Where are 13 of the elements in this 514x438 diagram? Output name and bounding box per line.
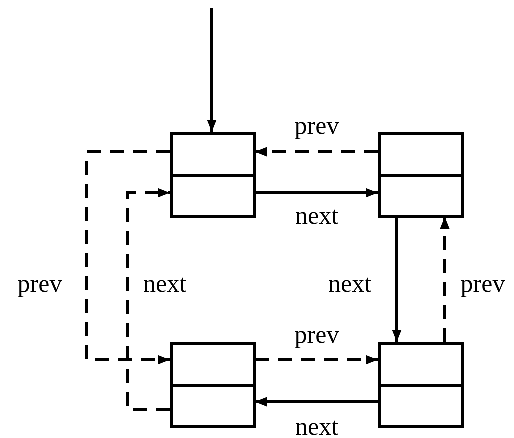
list-node-box <box>170 132 256 218</box>
list-node-box <box>378 342 464 428</box>
arrow <box>86 150 170 365</box>
list-node-box <box>378 132 464 218</box>
arrow <box>207 8 217 132</box>
arrow <box>440 217 450 342</box>
arrow <box>255 355 378 365</box>
arrow <box>392 217 402 342</box>
list-node-box <box>170 342 256 428</box>
arrow <box>255 147 378 157</box>
arrow <box>255 188 378 198</box>
arrow <box>255 397 378 407</box>
arrow <box>126 188 170 412</box>
